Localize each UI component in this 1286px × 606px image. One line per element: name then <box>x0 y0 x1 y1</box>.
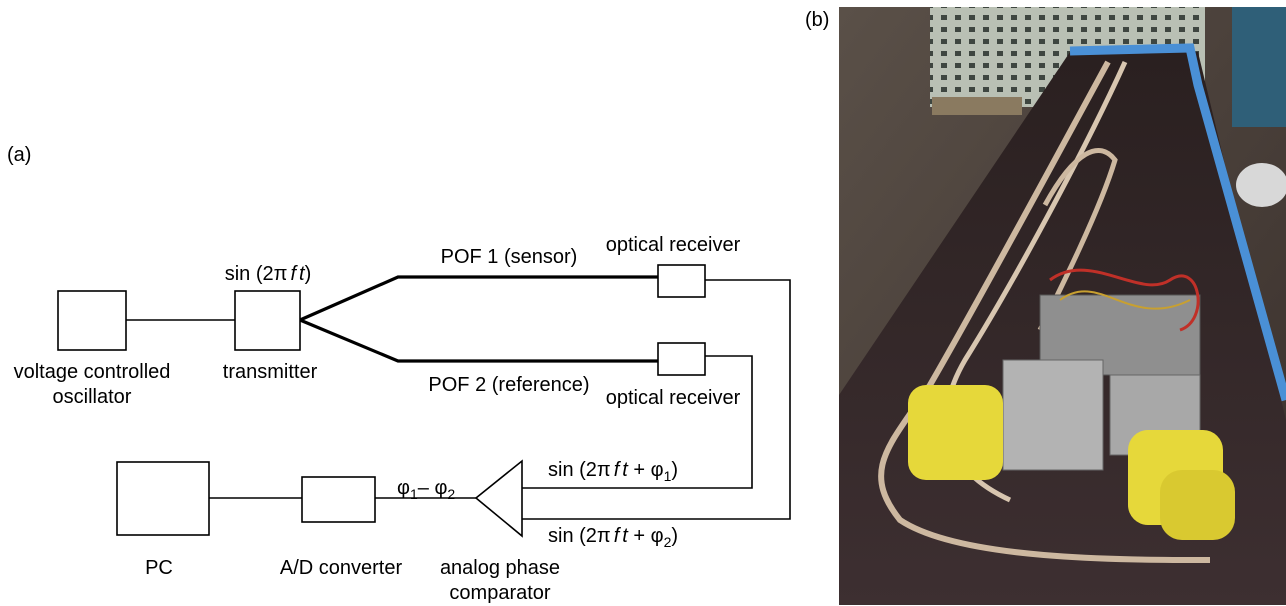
optical-receiver-1-label: optical receiver <box>606 234 741 256</box>
adc-label: A/D converter <box>280 557 403 579</box>
pc-label: PC <box>145 557 173 579</box>
panel-b: (b) <box>805 7 1286 605</box>
foam-block-front <box>1160 470 1235 540</box>
panel-a-diagram: (a) voltage controlled oscillator transm… <box>7 144 791 604</box>
vco-label-line1: voltage controlled <box>14 361 171 383</box>
pof2-label: POF 2 (reference) <box>428 374 589 396</box>
panel-a-label: (a) <box>7 144 31 166</box>
reference-signal-wire <box>522 355 753 489</box>
instrument-box <box>1002 359 1104 471</box>
yellow-wires <box>1059 290 1191 310</box>
sand-track-outer <box>878 60 1211 563</box>
comparator-label-line2: comparator <box>449 582 550 604</box>
adc-box <box>301 476 376 523</box>
pof1-fiber <box>299 275 658 322</box>
comparator-label-line1: analog phase <box>440 557 560 579</box>
sensor-signal-wire <box>522 279 791 520</box>
sand-track-loop <box>1037 148 1118 332</box>
optical-receiver-2-box <box>657 342 706 376</box>
vco-box <box>57 290 127 351</box>
transmitter-box <box>234 290 301 351</box>
pof1-label: POF 1 (sensor) <box>441 246 578 268</box>
optical-receiver-2-label: optical receiver <box>606 387 741 409</box>
vco-label-line2: oscillator <box>53 386 132 408</box>
optical-receiver-1-box <box>657 264 706 298</box>
background-cabinet <box>1232 7 1286 127</box>
blue-edge-rail <box>1069 43 1286 402</box>
foam-block-left <box>908 385 1003 480</box>
setup-photo <box>839 7 1286 605</box>
phase-comparator-symbol <box>474 459 523 538</box>
phase-difference-label: φ1– φ2 <box>397 477 455 502</box>
pc-box <box>116 461 210 536</box>
red-wires <box>1049 268 1200 332</box>
transmitter-label: transmitter <box>223 361 318 383</box>
pof2-fiber <box>299 318 658 363</box>
background-bucket <box>1236 163 1286 207</box>
background-bench <box>932 97 1022 115</box>
panel-b-label: (b) <box>805 9 829 31</box>
